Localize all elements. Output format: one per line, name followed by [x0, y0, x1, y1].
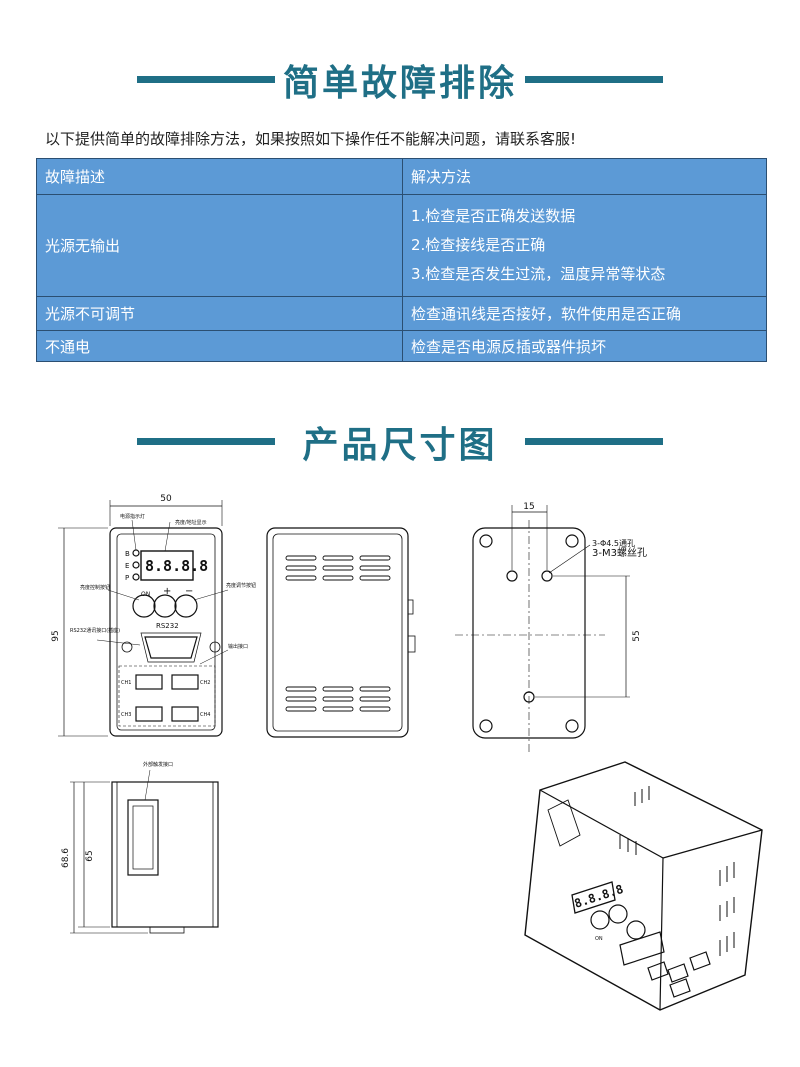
- solution-cell: 检查是否电源反插或器件损坏: [402, 330, 767, 362]
- solution-line: 2.检查接线是否正确: [411, 236, 546, 254]
- solution-cell: 检查通讯线是否接好，软件使用是否正确: [402, 296, 767, 331]
- dimension-drawings: 50 95 B E P 8.8.8.8 ON + − RS232 CH1 CH2…: [51, 494, 763, 1011]
- heading-rule-left: [137, 76, 275, 83]
- solution-cell: 1.检查是否正确发送数据 2.检查接线是否正确 3.检查是否发生过流，温度异常等…: [402, 194, 767, 297]
- problem-cell: 不通电: [36, 330, 403, 362]
- troubleshooting-table: 故障描述 解决方法 光源无输出 1.检查是否正确发送数据 2.检查接线是否正确 …: [36, 158, 767, 362]
- troubleshooting-intro: 以下提供简单的故障排除方法，如果按照如下操作任不能解决问题，请联系客服!: [45, 130, 577, 148]
- side-height-inner-label: 65: [85, 850, 95, 861]
- table-row: 不通电 检查是否电源反插或器件损坏: [36, 330, 767, 362]
- side-view-labels: 68.6 65 外部触发接口: [61, 761, 173, 868]
- troubleshooting-title: 简单故障排除: [282, 63, 517, 104]
- rs232-label: RS232: [156, 622, 179, 630]
- on-label: ON: [141, 591, 150, 598]
- heading-rule-left: [137, 438, 275, 445]
- mount-view-labels: 15 55 3-Φ4.5通孔 3-M3螺丝孔: [523, 502, 647, 642]
- led-label: E: [125, 562, 129, 570]
- table-header-cell: 故障描述: [36, 158, 403, 195]
- rear-view: [266, 527, 416, 738]
- channel-label: CH1: [121, 680, 131, 686]
- channel-label: CH2: [200, 680, 210, 686]
- solution-line: 1.检查是否正确发送数据: [411, 207, 576, 225]
- isometric-view: [524, 761, 763, 1011]
- heading-rule-right: [525, 76, 663, 83]
- channel-label: CH4: [200, 712, 210, 718]
- table-row: 光源不可调节 检查通讯线是否接好，软件使用是否正确: [36, 296, 767, 331]
- vent-slots-top: [285, 555, 391, 581]
- problem-cell: 光源不可调节: [36, 296, 403, 331]
- front-view: [58, 500, 229, 737]
- callout-label: 亮度控制按钮: [80, 584, 110, 591]
- led-label: P: [125, 574, 129, 582]
- iso-vent-slots: [619, 786, 735, 956]
- hole-spacing-label: 55: [632, 630, 642, 641]
- callout-label: 外部触发接口: [143, 761, 173, 768]
- callout-label: RS232通讯接口(插座): [70, 627, 120, 634]
- display-readout: 8.8.8.8: [145, 557, 208, 575]
- hole-overlap-label: 3-Φ4.5通孔: [592, 538, 635, 548]
- minus-label: −: [185, 586, 193, 597]
- table-header-row: 故障描述 解决方法: [36, 158, 767, 195]
- front-width-label: 50: [160, 494, 172, 504]
- callout-label: 亮度调节按钮: [226, 582, 256, 589]
- callout-label: 输出接口: [228, 643, 248, 650]
- vent-slots-bottom: [285, 686, 391, 712]
- callout-label: 亮度/地址显示: [175, 519, 207, 526]
- plus-label: +: [163, 586, 171, 597]
- table-row: 光源无输出 1.检查是否正确发送数据 2.检查接线是否正确 3.检查是否发生过流…: [36, 194, 767, 297]
- dimensions-title: 产品尺寸图: [302, 425, 498, 466]
- front-height-label: 95: [51, 630, 61, 641]
- mount-view: [455, 505, 630, 755]
- solution-line: 3.检查是否发生过流，温度异常等状态: [411, 265, 666, 283]
- table-header-cell: 解决方法: [402, 158, 767, 195]
- channel-label: CH3: [121, 712, 131, 718]
- heading-rule-right: [525, 438, 663, 445]
- isometric-labels: 8.8.8.8 ON: [573, 882, 625, 942]
- side-height-outer-label: 68.6: [61, 848, 71, 868]
- front-view-labels: 50 95 B E P 8.8.8.8 ON + − RS232 CH1 CH2…: [51, 494, 256, 718]
- led-label: B: [125, 550, 130, 558]
- callout-label: 电源指示灯: [120, 513, 145, 520]
- problem-cell: 光源无输出: [36, 194, 403, 297]
- dimensions-heading: 产品尺寸图: [0, 412, 800, 472]
- troubleshooting-heading: 简单故障排除: [0, 50, 800, 110]
- side-view: [70, 769, 219, 934]
- iso-on-label: ON: [595, 936, 603, 942]
- hole-label: 3-M3螺丝孔: [592, 547, 647, 559]
- hole-offset-label: 15: [523, 502, 534, 512]
